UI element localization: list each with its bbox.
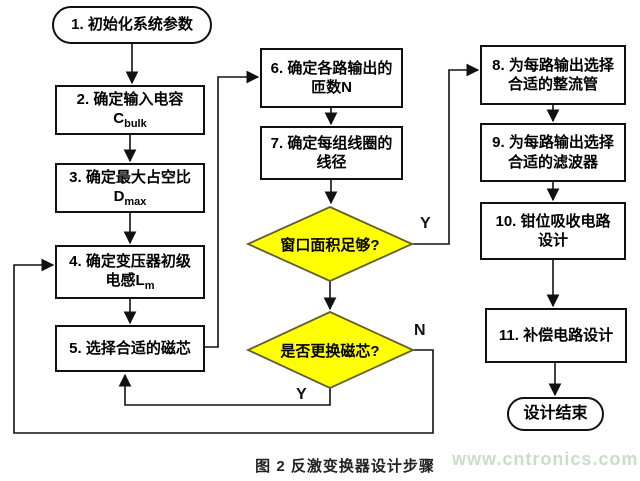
watermark-text: www.cntronics.com [452, 449, 639, 469]
node-label: 9. 为每路输出选择 [492, 134, 614, 151]
branch-label-decision2-no: N [414, 322, 426, 339]
node-label: 10. 钳位吸收电路 [495, 212, 611, 230]
node-label: 6. 确定各路输出的 [270, 59, 393, 77]
node-label: 合适的滤波器 [507, 153, 598, 171]
node-step2-input-capacitance: 2. 确定输入电容 Cbulk [55, 85, 205, 135]
node-end: 设计结束 [507, 397, 604, 431]
branch-label-decision1-yes: Y [420, 215, 431, 232]
node-step7-wire-diameter: 7. 确定每组线圈的 线径 [260, 126, 403, 180]
node-label: 合适的整流管 [507, 76, 598, 93]
node-label: 8. 为每路输出选择 [492, 56, 614, 74]
node-label: 4. 确定变压器初级 [69, 252, 191, 270]
node-formula: 电感Lm [105, 272, 155, 293]
node-step9-filter: 9. 为每路输出选择 合适的滤波器 [480, 123, 626, 182]
node-label: 线径 [316, 154, 347, 171]
node-step4-primary-inductance: 4. 确定变压器初级 电感Lm [55, 245, 205, 299]
node-step8-rectifier: 8. 为每路输出选择 合适的整流管 [480, 45, 626, 105]
node-label: 7. 确定每组线圈的 [270, 134, 393, 152]
node-label: 2. 确定输入电容 [76, 90, 184, 108]
node-step10-clamp-snubber: 10. 钳位吸收电路 设计 [480, 202, 626, 260]
decision-change-core-shape [245, 311, 416, 389]
decision-window-area-shape [245, 206, 415, 282]
branch-label-decision2-yes: Y [296, 386, 307, 403]
node-start: 1. 初始化系统参数 [52, 6, 212, 44]
node-formula: Cbulk [113, 110, 147, 131]
node-step6-output-turns: 6. 确定各路输出的 匝数N [260, 48, 403, 108]
node-label: 1. 初始化系统参数 [71, 16, 193, 34]
node-label: 11. 补偿电路设计 [498, 326, 614, 344]
connector-decision2-step5-yes [118, 373, 331, 406]
node-step11-compensation: 11. 补偿电路设计 [485, 308, 627, 363]
connector-decision2-step4-no [13, 258, 434, 434]
node-label: 3. 确定最大占空比 [69, 168, 191, 186]
node-label: 设计 [537, 232, 568, 249]
node-step3-max-duty-cycle: 3. 确定最大占空比 Dmax [55, 163, 205, 213]
node-formula: Dmax [113, 188, 147, 209]
node-step5-select-core: 5. 选择合适的磁芯 [55, 325, 205, 372]
connector-step5-step6 [205, 70, 260, 348]
connector-decision1-step8-yes [412, 63, 480, 245]
node-label: 5. 选择合适的磁芯 [69, 339, 191, 357]
node-label: 匝数N [311, 79, 352, 96]
node-label: 设计结束 [523, 404, 588, 422]
figure-caption: 图 2 反激变换器设计步骤 [255, 458, 435, 475]
